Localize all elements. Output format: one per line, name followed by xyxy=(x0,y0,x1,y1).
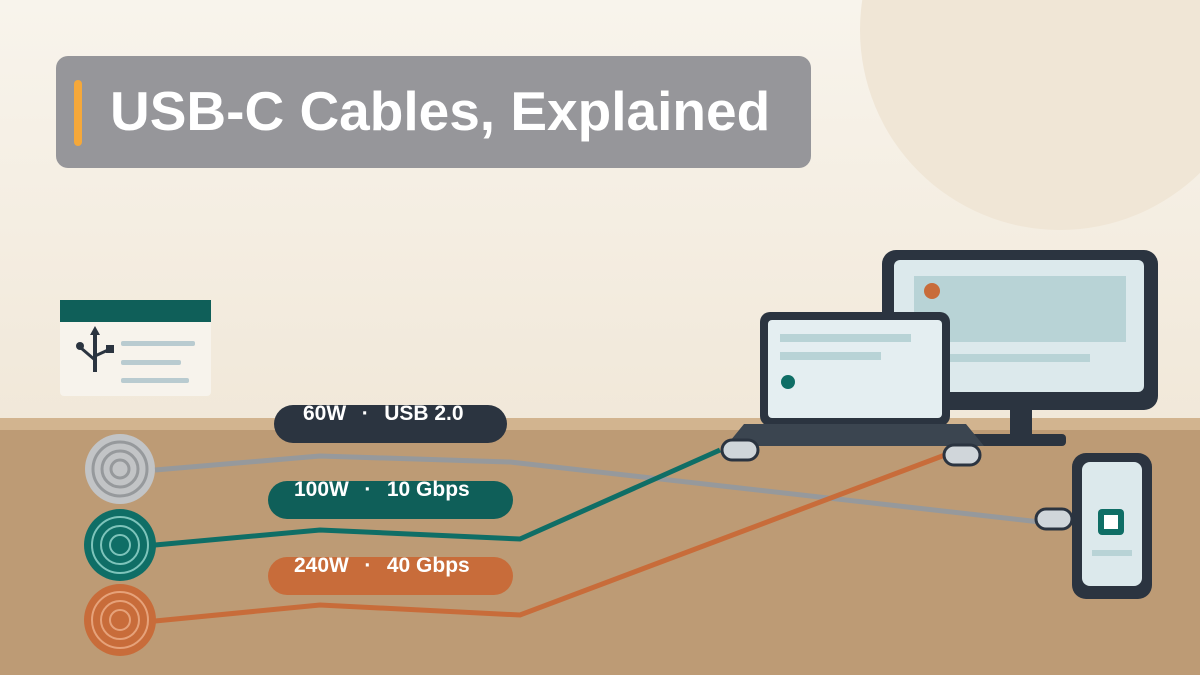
cable-speed: 10 Gbps xyxy=(386,478,470,501)
cable-coil-teal xyxy=(84,509,156,581)
usb-c-plug-laptop xyxy=(720,438,760,462)
cable-line-orange xyxy=(154,452,946,624)
cable-coil-orange xyxy=(84,584,156,656)
page-title: USB-C Cables, Explained xyxy=(110,80,771,142)
cable-speed: USB 2.0 xyxy=(384,402,464,425)
cable-spec-label-240w: 240W · 40 Gbps xyxy=(268,554,513,595)
cable-power: 100W xyxy=(294,478,349,501)
usb-symbol-icon xyxy=(60,300,211,396)
usb-c-plug-phone xyxy=(1034,507,1074,531)
monitor-icon xyxy=(882,250,1158,446)
cable-line-gray xyxy=(154,453,1041,525)
cable-power: 240W xyxy=(294,554,349,577)
cable-separator: · xyxy=(364,478,372,501)
cable-line-teal xyxy=(154,447,722,548)
cable-separator: · xyxy=(361,402,369,425)
decorative-circle xyxy=(860,0,1200,230)
phone-icon xyxy=(1072,453,1152,599)
cable-spec-label-100w: 100W · 10 Gbps xyxy=(268,478,513,519)
cable-power: 60W xyxy=(303,402,347,425)
title-accent-bar xyxy=(74,80,82,146)
title-banner: USB-C Cables, Explained xyxy=(56,56,811,168)
cable-speed: 40 Gbps xyxy=(386,554,470,577)
laptop-icon xyxy=(726,312,984,446)
cable-coil-gray xyxy=(85,434,155,504)
cable-spec-label-60w: 60W · USB 2.0 xyxy=(274,402,507,443)
usb-c-plug-monitor xyxy=(942,443,982,467)
cable-separator: · xyxy=(364,554,372,577)
desk-surface xyxy=(0,418,1200,675)
